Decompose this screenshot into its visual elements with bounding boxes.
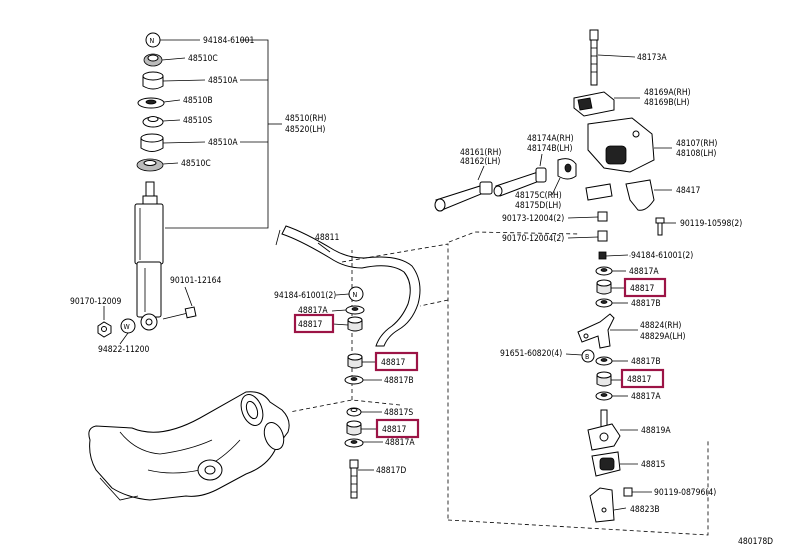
label-48520-lh[interactable]: 48520(LH)	[285, 125, 325, 135]
label-94184-61001[interactable]: 94184-61001	[203, 36, 255, 46]
label-90101-12164[interactable]: 90101-12164	[170, 276, 222, 286]
label-48169b-lh[interactable]: 48169B(LH)	[644, 98, 690, 108]
label-48815[interactable]: 48815	[641, 460, 665, 470]
label-94822-11200[interactable]: 94822-11200	[98, 345, 150, 355]
label-48510b[interactable]: 48510B	[183, 96, 213, 106]
label-48108-lh[interactable]: 48108(LH)	[676, 149, 716, 159]
w-callout-symbol: W	[124, 323, 131, 331]
label-48162-lh[interactable]: 48162(LH)	[460, 157, 500, 167]
label-48817d[interactable]: 48817D	[376, 466, 406, 476]
label-48817b-mid[interactable]: 48817B	[384, 376, 414, 386]
bolt-90119-10598	[655, 217, 665, 236]
highlight-48817-left	[293, 313, 335, 334]
label-48417[interactable]: 48417	[676, 186, 700, 196]
n-callout-left-symbol: N	[353, 291, 358, 299]
label-48174b-lh[interactable]: 48174B(LH)	[527, 144, 573, 154]
nut-90170-12004	[597, 230, 608, 242]
rod-48174	[493, 167, 547, 197]
nut-94184-right	[598, 251, 607, 260]
label-48510c-lower[interactable]: 48510C	[181, 159, 211, 169]
label-90173-12004-2[interactable]: 90173-12004(2)	[502, 214, 564, 224]
lower-control-arm	[88, 391, 290, 501]
label-48169a-rh[interactable]: 48169A(RH)	[644, 88, 691, 98]
bracket-48417	[625, 179, 655, 211]
bracket-48823b	[589, 487, 615, 523]
label-48817-right-lower[interactable]: 48817	[627, 375, 651, 385]
highlight-48817-right-upper	[623, 277, 667, 298]
bolt-90119-08796	[623, 487, 633, 497]
label-48161-rh[interactable]: 48161(RH)	[460, 148, 501, 158]
label-48817a-right-upper[interactable]: 48817A	[629, 267, 659, 277]
label-90119-08796-4[interactable]: 90119-08796(4)	[654, 488, 716, 498]
n-callout-top-symbol: N	[150, 37, 155, 45]
bolt-90101-12164	[162, 306, 197, 320]
highlight-48817-right-lower	[620, 368, 665, 389]
label-48107-rh[interactable]: 48107(RH)	[676, 139, 717, 149]
label-48819a[interactable]: 48819A	[641, 426, 671, 436]
label-48174a-rh[interactable]: 48174A(RH)	[527, 134, 574, 144]
stabilizer-bar-group: 48811	[275, 225, 709, 536]
shock-absorber-group: N 94184-61001 48510C 48510A 48510B 48510…	[70, 32, 326, 355]
b-callout-symbol: B	[585, 353, 589, 361]
link-48819a	[587, 409, 621, 451]
label-48817b-right-upper[interactable]: 48817B	[631, 299, 661, 309]
nut-90173	[597, 211, 608, 222]
diagram-id: 480178D	[738, 537, 773, 547]
label-48811[interactable]: 48811	[315, 233, 339, 243]
highlight-48817-mid-lower	[375, 418, 420, 439]
label-48817b-right-lower[interactable]: 48817B	[631, 357, 661, 367]
bolt-48173a	[589, 29, 599, 86]
clamp-center	[585, 183, 613, 201]
label-48817-left[interactable]: 48817	[298, 320, 322, 330]
label-48817-mid-lower[interactable]: 48817	[382, 425, 406, 435]
label-90170-12004-2[interactable]: 90170-12004(2)	[502, 234, 564, 244]
highlight-48817-mid-upper	[374, 351, 419, 372]
bolt-48817d	[349, 459, 359, 499]
label-48510a-lower[interactable]: 48510A	[208, 138, 238, 148]
label-48510s[interactable]: 48510S	[183, 116, 212, 126]
bracket-48169	[573, 91, 615, 117]
label-48829a-lh[interactable]: 48829A(LH)	[640, 332, 686, 342]
label-48817s[interactable]: 48817S	[384, 408, 413, 418]
label-48817a-right-lower[interactable]: 48817A	[631, 392, 661, 402]
label-94184-61001-2-left[interactable]: 94184-61001(2)	[274, 291, 336, 301]
shock-absorber	[134, 181, 164, 331]
label-48824-rh[interactable]: 48824(RH)	[640, 321, 681, 331]
label-91651-60820-4[interactable]: 91651-60820(4)	[500, 349, 562, 359]
label-90119-10598-2[interactable]: 90119-10598(2)	[680, 219, 742, 229]
label-48823b[interactable]: 48823B	[630, 505, 660, 515]
label-94184-61001-2-right[interactable]: 94184-61001(2)	[631, 251, 693, 261]
rear-stabilizer-group: 48173A 48169A(RH) 48169B(LH) 48107(RH) 4…	[434, 29, 742, 523]
label-48173a[interactable]: 48173A	[637, 53, 667, 63]
label-48510c-top[interactable]: 48510C	[188, 54, 218, 64]
stabilizer-link-left: N 94184-61001(2) 48817A 48817 48817 4881…	[274, 286, 420, 499]
label-48817-right-upper[interactable]: 48817	[630, 284, 654, 294]
label-48510a-top[interactable]: 48510A	[208, 76, 238, 86]
label-48175d-lh[interactable]: 48175D(LH)	[515, 201, 561, 211]
label-48817-mid-upper[interactable]: 48817	[381, 358, 405, 368]
label-48817a-left[interactable]: 48817A	[298, 306, 328, 316]
b-callout	[581, 349, 595, 363]
rod-48161	[434, 181, 493, 212]
label-90170-12009[interactable]: 90170-12009	[70, 297, 122, 307]
label-48175c-rh[interactable]: 48175C(RH)	[515, 191, 562, 201]
label-48817a-mid[interactable]: 48817A	[385, 438, 415, 448]
bracket-48824	[577, 313, 615, 349]
label-48510-rh[interactable]: 48510(RH)	[285, 114, 326, 124]
